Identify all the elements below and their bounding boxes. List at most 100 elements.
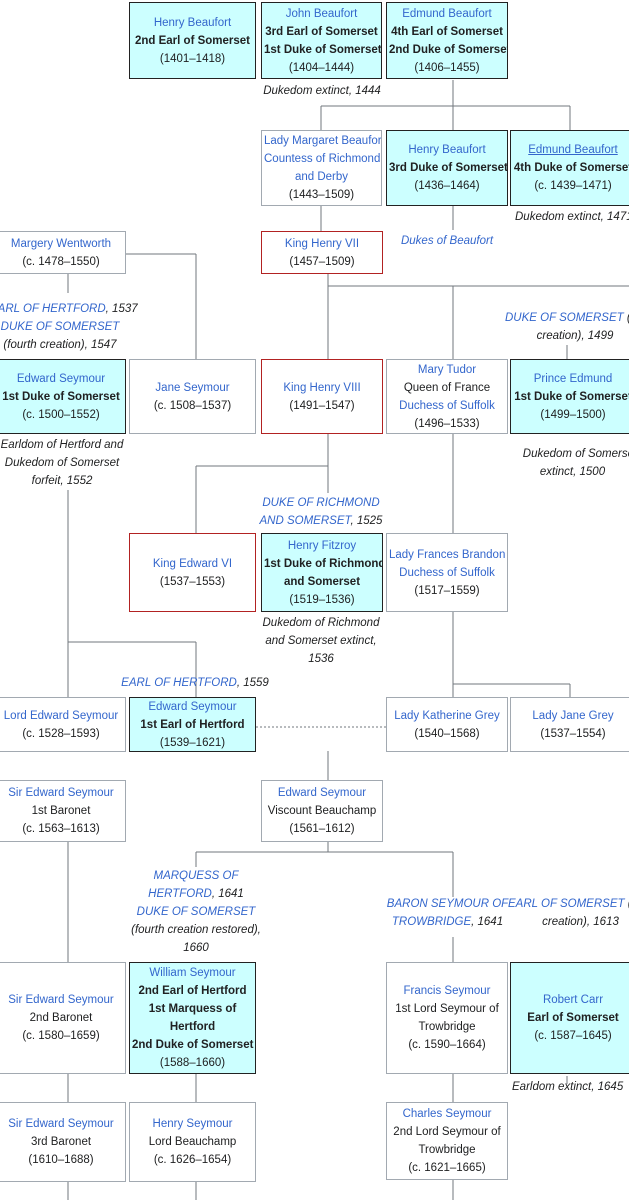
annotation-marquess-c: DUKE OF SOMERSET <box>116 903 276 921</box>
title-link[interactable]: DUKE OF SOMERSET <box>136 906 256 918</box>
person-detail: (1436–1464) <box>414 180 480 192</box>
person-detail[interactable]: Duchess of Suffolk <box>399 399 495 412</box>
person-detail: (c. 1587–1645) <box>534 1030 612 1042</box>
person-box-king-henry-viii: King Henry VIII(1491–1547) <box>261 359 383 434</box>
annotation-duke-of-richmond-a: DUKE OF RICHMOND <box>246 494 396 512</box>
person-name-link[interactable]: Lady Frances Brandon <box>389 548 506 561</box>
title-link[interactable]: AND SOMERSET <box>259 515 351 527</box>
person-name-link[interactable]: King Edward VI <box>152 557 233 570</box>
person-detail: (c. 1590–1664) <box>408 1039 486 1051</box>
person-detail: (1519–1536) <box>289 593 355 606</box>
title-link[interactable]: TROWBRIDGE <box>391 916 472 928</box>
annotation-text: , 1559 <box>236 677 269 689</box>
person-name-link[interactable]: John Beaufort <box>285 7 358 20</box>
person-name-link[interactable]: Edward Seymour <box>16 372 106 385</box>
person-name-link[interactable]: Prince Edmund <box>533 372 613 385</box>
person-detail[interactable]: Duchess of Suffolk <box>399 566 495 579</box>
person-name-link[interactable]: Edmund Beaufort <box>402 7 492 20</box>
person-detail: 1st Marquess of <box>148 1003 237 1015</box>
title-link[interactable]: DUKE OF RICHMOND <box>262 497 380 509</box>
annotation-marquess-d: (fourth creation restored), <box>116 921 276 939</box>
person-detail: 1st Duke of Richmond <box>264 557 383 570</box>
person-name-link[interactable]: Robert Carr <box>542 994 604 1006</box>
annotation-text: , 1641 <box>471 916 504 928</box>
annotation-text: (third <box>625 898 629 910</box>
title-link[interactable]: DUKE OF SOMERSET <box>0 321 120 333</box>
person-detail: Lord Beauchamp <box>148 1136 237 1148</box>
person-box-margery-wentworth: Margery Wentworth(c. 1478–1550) <box>0 231 126 274</box>
title-link[interactable]: EARL OF SOMERSET <box>508 898 625 910</box>
person-name-link[interactable]: King Henry VII <box>284 237 360 250</box>
person-detail: 3rd Baronet <box>30 1136 92 1148</box>
person-name-link[interactable]: Sir Edward Seymour <box>8 1118 114 1130</box>
title-link[interactable]: HERTFORD <box>148 888 212 900</box>
person-detail: 1st Earl of Hertford <box>140 718 245 731</box>
person-box-king-edward-vi: King Edward VI(1537–1553) <box>129 533 256 612</box>
person-name-link[interactable]: Sir Edward Seymour <box>8 994 114 1006</box>
annotation-text: 1536 <box>308 653 334 665</box>
person-detail: 2nd Earl of Somerset <box>134 34 251 47</box>
annotation-earl-of-hertford-1537: EARL OF HERTFORD, 1537 <box>0 300 138 318</box>
annotation-earldom-forfeit-a: Earldom of Hertford and <box>0 436 132 454</box>
person-name-link[interactable]: Edmund Beaufort <box>528 144 618 156</box>
person-name-link[interactable]: Edward Seymour <box>148 700 237 713</box>
person-detail: 1st Duke of Somerset <box>2 390 120 403</box>
person-name-link[interactable]: Mary Tudor <box>417 363 477 376</box>
person-detail: (1588–1660) <box>159 1057 226 1069</box>
title-link[interactable]: BARON SEYMOUR OF <box>386 898 509 910</box>
title-link[interactable]: DUKE OF SOMERSET <box>505 312 624 324</box>
person-detail: (1457–1509) <box>289 255 355 268</box>
person-name-link[interactable]: Henry Fitzroy <box>287 539 357 552</box>
person-name-link[interactable]: Jane Seymour <box>155 381 230 394</box>
person-detail: (1496–1533) <box>414 417 480 430</box>
person-name-link[interactable]: Sir Edward Seymour <box>8 787 114 799</box>
person-name-link[interactable]: Charles Seymour <box>402 1108 492 1120</box>
person-name-link[interactable]: King Henry VIII <box>283 381 361 394</box>
annotation-text: (fourth creation), 1547 <box>3 339 117 351</box>
person-detail: 1st Lord Seymour of <box>395 1003 499 1015</box>
person-name-link[interactable]: Margery Wentworth <box>10 237 112 250</box>
annotation-marquess-a: MARQUESS OF <box>116 867 276 885</box>
annotation-text: extinct, 1500 <box>539 466 606 478</box>
person-detail: (1499–1500) <box>540 408 606 421</box>
annotation-text: Earldom extinct, 1645 <box>512 1081 624 1093</box>
annotation-dukedom-extinct-1444: Dukedom extinct, 1444 <box>261 82 383 100</box>
annotation-dukedom-extinct-1500-b: extinct, 1500 <box>510 463 629 481</box>
person-box-henry-fitzroy: Henry Fitzroy 1st Duke of Richmond and Som… <box>261 533 383 612</box>
annotation-text: 1660 <box>183 942 209 954</box>
person-name-link[interactable]: Francis Seymour <box>403 985 491 997</box>
person-name-link[interactable]: Edward Seymour <box>277 787 367 799</box>
title-link[interactable]: EARL OF HERTFORD <box>121 677 237 689</box>
annotation-earldom-extinct-1645: Earldom extinct, 1645 <box>512 1078 629 1096</box>
annotation-dukedom-extinct-1500-a: Dukedom of Somerset <box>510 445 629 463</box>
title-link[interactable]: EARL OF HERTFORD <box>0 303 106 315</box>
title-link[interactable]: Dukes of Beaufort <box>400 235 494 247</box>
person-name-link[interactable]: Henry Beaufort <box>408 144 486 156</box>
person-name-link[interactable]: Lady Jane Grey <box>532 709 614 722</box>
annotation-marquess-b: HERTFORD, 1641 <box>116 885 276 903</box>
person-detail: (c. 1626–1654) <box>153 1154 232 1166</box>
person-box-prince-edmund: Prince Edmund 1st Duke of Somerset (1499–1… <box>510 359 629 434</box>
person-detail: (c. 1621–1665) <box>408 1162 486 1174</box>
person-detail[interactable]: Countess of Richmond <box>264 153 381 165</box>
title-link[interactable]: MARQUESS OF <box>153 870 239 882</box>
annotation-text: creation), 1499 <box>536 330 614 342</box>
person-detail: (1443–1509) <box>288 189 355 201</box>
person-detail[interactable]: and Derby <box>294 171 349 183</box>
person-name-link[interactable]: William Seymour <box>149 967 236 979</box>
person-name-link[interactable]: Lady Margaret Beaufort <box>264 135 382 147</box>
person-name-link[interactable]: Lord Edward Seymour <box>3 709 119 722</box>
person-name-link[interactable]: Lady Katherine Grey <box>394 709 500 722</box>
person-detail: 1st Duke of Somerset <box>514 390 629 403</box>
annotation-earldom-forfeit-b: Dukedom of Somerset <box>0 454 132 472</box>
annotation-richmond-extinct-c: 1536 <box>246 650 396 668</box>
person-name-link[interactable]: Henry Seymour <box>152 1118 233 1130</box>
person-detail: and Somerset <box>283 575 361 588</box>
person-name-link[interactable]: Henry Beaufort <box>153 16 232 29</box>
person-box-jane-seymour: Jane Seymour(c. 1508–1537) <box>129 359 256 434</box>
